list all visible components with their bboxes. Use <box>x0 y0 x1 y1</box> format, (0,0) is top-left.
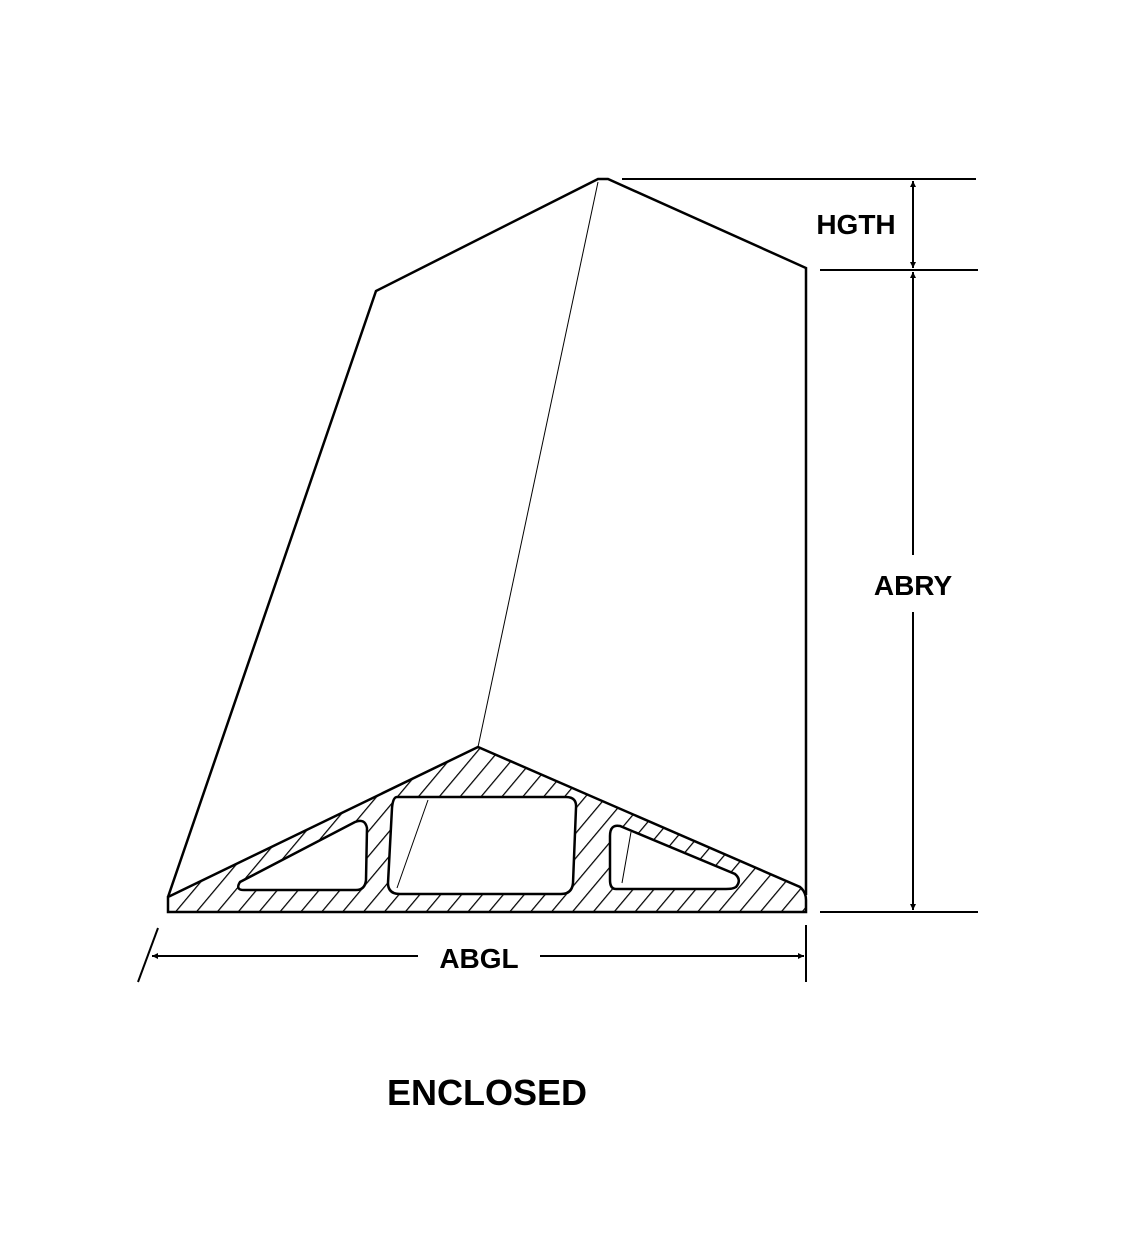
abry-label: ABRY <box>874 570 953 601</box>
abgl-dimension <box>137 925 807 983</box>
diagram-title: ENCLOSED <box>387 1072 587 1113</box>
abgl-label: ABGL <box>439 943 518 974</box>
hidden-lines <box>396 799 632 889</box>
cross-section <box>166 745 808 914</box>
hgth-label: HGTH <box>816 209 895 240</box>
part-body <box>166 177 808 898</box>
abry-dimension <box>820 272 978 913</box>
hgth-dimension <box>622 178 978 271</box>
